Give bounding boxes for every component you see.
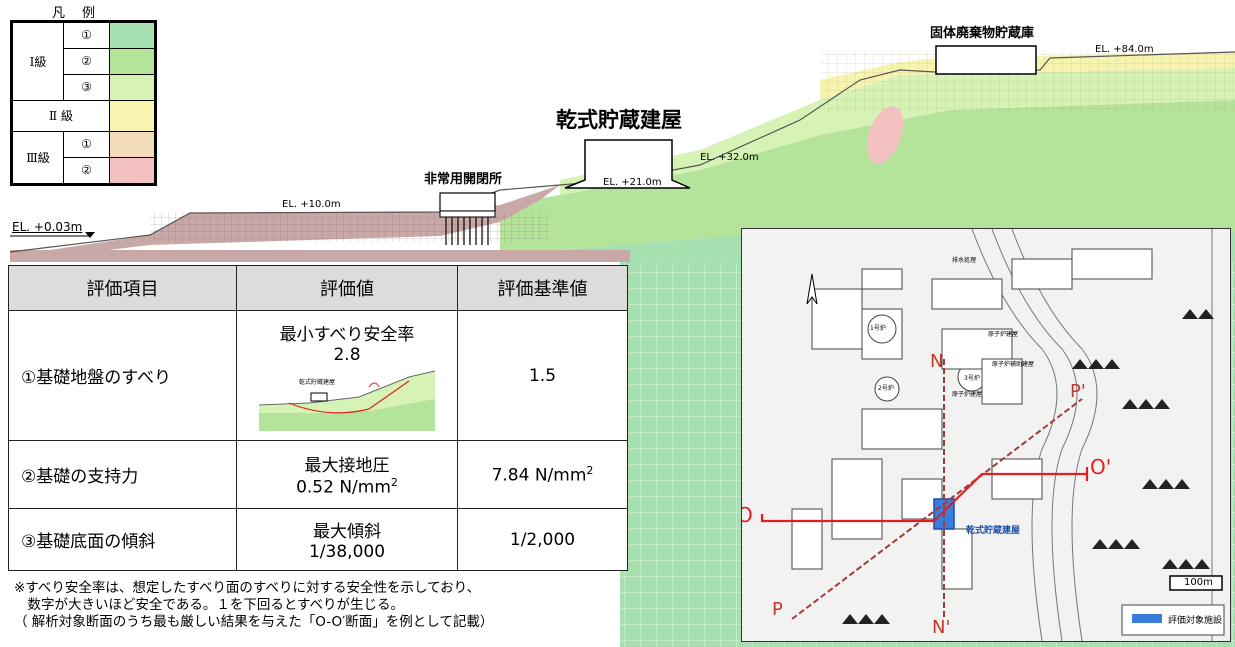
row-item: ②基礎の支持力 [8,440,237,509]
site-plan-map: N N' P P' O O' 乾式貯蔵建屋 100m 評価対象施設 1号炉 2号… [741,228,1231,642]
map-label: 原子炉補助建屋 [992,361,1035,368]
row-value: 最小すべり安全率 2.8 乾式貯蔵建屋 [236,310,458,441]
legend-swatch-1-1 [109,22,155,49]
row-value: 最大接地圧 0.52 N/mm2 [236,440,458,509]
map-label: 2号炉 [878,385,894,392]
legend-class-1: Ⅰ級 [12,22,64,101]
section-P-label: P [772,599,783,620]
map-label: 排水処理 [952,257,977,264]
footnote: ※すべり安全率は、想定したすべり面のすべりに対する安全性を示しており、 数字が大… [14,580,494,630]
legend-swatch-2 [109,99,155,133]
rock-class-3-lens [866,106,904,164]
evaluation-results-table: 評価項目 評価値 評価基準値 ①基礎地盤のすべり 最小すべり安全率 2.8 乾式… [8,265,628,571]
map-legend-text: 評価対象施設 [1168,616,1223,626]
row-criterion: 1/2,000 [457,508,628,571]
elevation-003m: EL. +0.03m [12,220,83,234]
map-label: 原子炉建屋 [952,391,983,398]
target-building-label: 乾式貯蔵建屋 [966,526,1021,536]
header-criterion: 評価基準値 [457,265,628,311]
map-label: 3号炉 [964,375,980,382]
legend-title: 凡 例 [52,6,98,21]
legend-class-3: Ⅲ級 [12,131,64,184]
row-criterion: 1.5 [457,310,628,441]
dry-storage-building-label: 乾式貯蔵建屋 [556,108,682,132]
waste-storage-building-shape [935,45,1037,75]
legend-swatch-3-1 [109,131,155,158]
scale-bar-label: 100m [1184,577,1213,588]
table-row: ③基礎底面の傾斜 最大傾斜 1/38,000 1/2,000 [8,508,628,571]
header-item: 評価項目 [8,265,237,311]
row-item: ③基礎底面の傾斜 [8,508,237,571]
switchyard-label: 非常用開閉所 [424,172,503,187]
table-row: ①基礎地盤のすべり 最小すべり安全率 2.8 乾式貯蔵建屋 1.5 [8,310,628,441]
elevation-21m: EL. +21.0m [603,177,662,188]
row-criterion: 7.84 N/mm2 [457,440,628,509]
row-value: 最大傾斜 1/38,000 [236,508,458,571]
legend-swatch-1-2 [109,47,155,75]
legend: Ⅰ級 ① ② ③ Ⅱ 級 Ⅲ級 ① ② [10,20,157,186]
row-item: ①基礎地盤のすべり [8,310,237,441]
legend-swatch-1-3 [109,73,155,101]
section-O-prime-label: O' [1090,455,1112,479]
dry-storage-building-shape [564,139,691,189]
elevation-10m: EL. +10.0m [282,199,341,210]
elevation-32m: EL. +32.0m [700,152,759,163]
map-label: 1号炉 [870,325,886,332]
legend-swatch-3-2 [109,156,155,185]
switchyard-structure [439,192,496,245]
waste-storage-building-label: 固体廃棄物貯蔵庫 [930,26,1035,41]
section-O-label: O [742,503,753,527]
header-value: 評価値 [236,265,458,311]
legend-class-2: Ⅱ 級 [12,99,110,133]
elevation-84m: EL. +84.0m [1095,44,1154,55]
table-row: ②基礎の支持力 最大接地圧 0.52 N/mm2 7.84 N/mm2 [8,440,628,509]
section-N-prime-label: N' [932,617,951,638]
section-N-label: N [930,351,944,372]
rock-class-1-2-region [500,100,1235,252]
section-P-prime-label: P' [1070,381,1086,402]
slip-surface-inset: 乾式貯蔵建屋 [258,369,436,431]
map-label: 原子炉建屋 [988,331,1019,338]
